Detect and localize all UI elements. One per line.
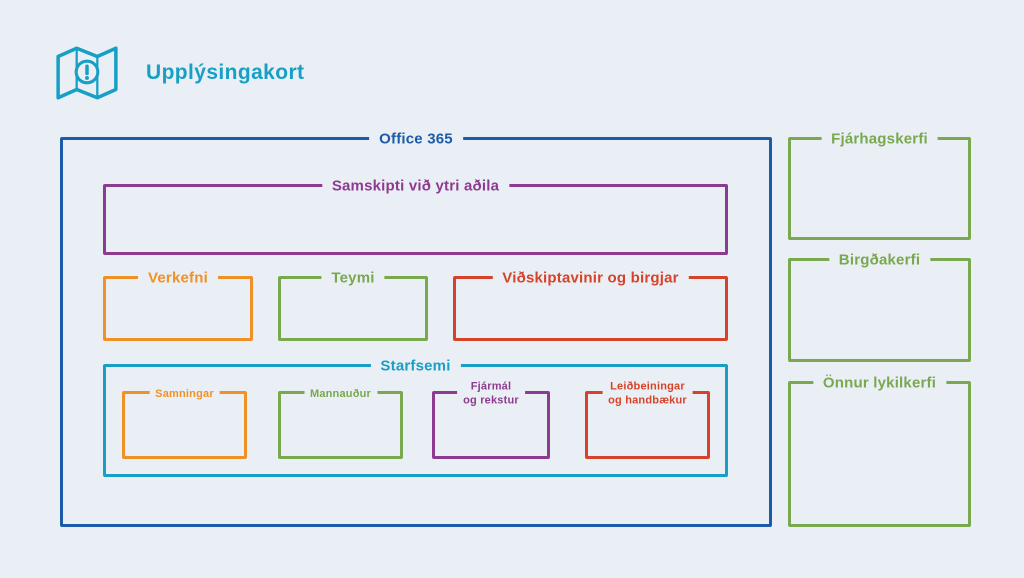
teymi-label: Teymi [321, 269, 385, 289]
office365-label: Office 365 [369, 130, 463, 150]
birgdakerfi-label: Birgðakerfi [828, 251, 931, 271]
teymi-box: Teymi [278, 269, 428, 341]
samskipti-label: Samskipti við ytri aðila [321, 177, 510, 197]
office365-container: Office 365 Samskipti við ytri aðila Verk… [60, 130, 772, 527]
starfsemi-box: Starfsemi Samningar Mannauður Fjármál og… [103, 357, 728, 477]
fjarmal-og-rekstur-label: Fjármál og rekstur [457, 379, 525, 409]
map-icon [56, 46, 118, 100]
vidskiptavinir-label: Viðskiptavinir og birgjar [492, 269, 689, 289]
birgdakerfi-box: Birgðakerfi [788, 251, 971, 362]
samningar-box: Samningar [122, 386, 247, 459]
verkefni-box: Verkefni [103, 269, 253, 341]
mannaudur-label: Mannauður [303, 386, 378, 402]
fjarhagskerfi-label: Fjárhagskerfi [821, 130, 938, 150]
samningar-label: Samningar [149, 386, 220, 402]
onnur-lykilkerfi-box: Önnur lykilkerfi [788, 374, 971, 527]
header: Upplýsingakort [54, 44, 304, 102]
fjarmal-og-rekstur-box: Fjármál og rekstur [432, 379, 550, 459]
starfsemi-label: Starfsemi [370, 357, 461, 377]
vidskiptavinir-box: Viðskiptavinir og birgjar [453, 269, 728, 341]
verkefni-label: Verkefni [138, 269, 218, 289]
fjarhagskerfi-box: Fjárhagskerfi [788, 130, 971, 240]
mannaudur-box: Mannauður [278, 386, 403, 459]
onnur-lykilkerfi-label: Önnur lykilkerfi [812, 374, 947, 394]
leidbeiningar-box: Leiðbeiningar og handbækur [585, 379, 710, 459]
page-title: Upplýsingakort [146, 61, 305, 84]
samskipti-box: Samskipti við ytri aðila [103, 177, 728, 255]
leidbeiningar-label: Leiðbeiningar og handbækur [602, 379, 693, 409]
